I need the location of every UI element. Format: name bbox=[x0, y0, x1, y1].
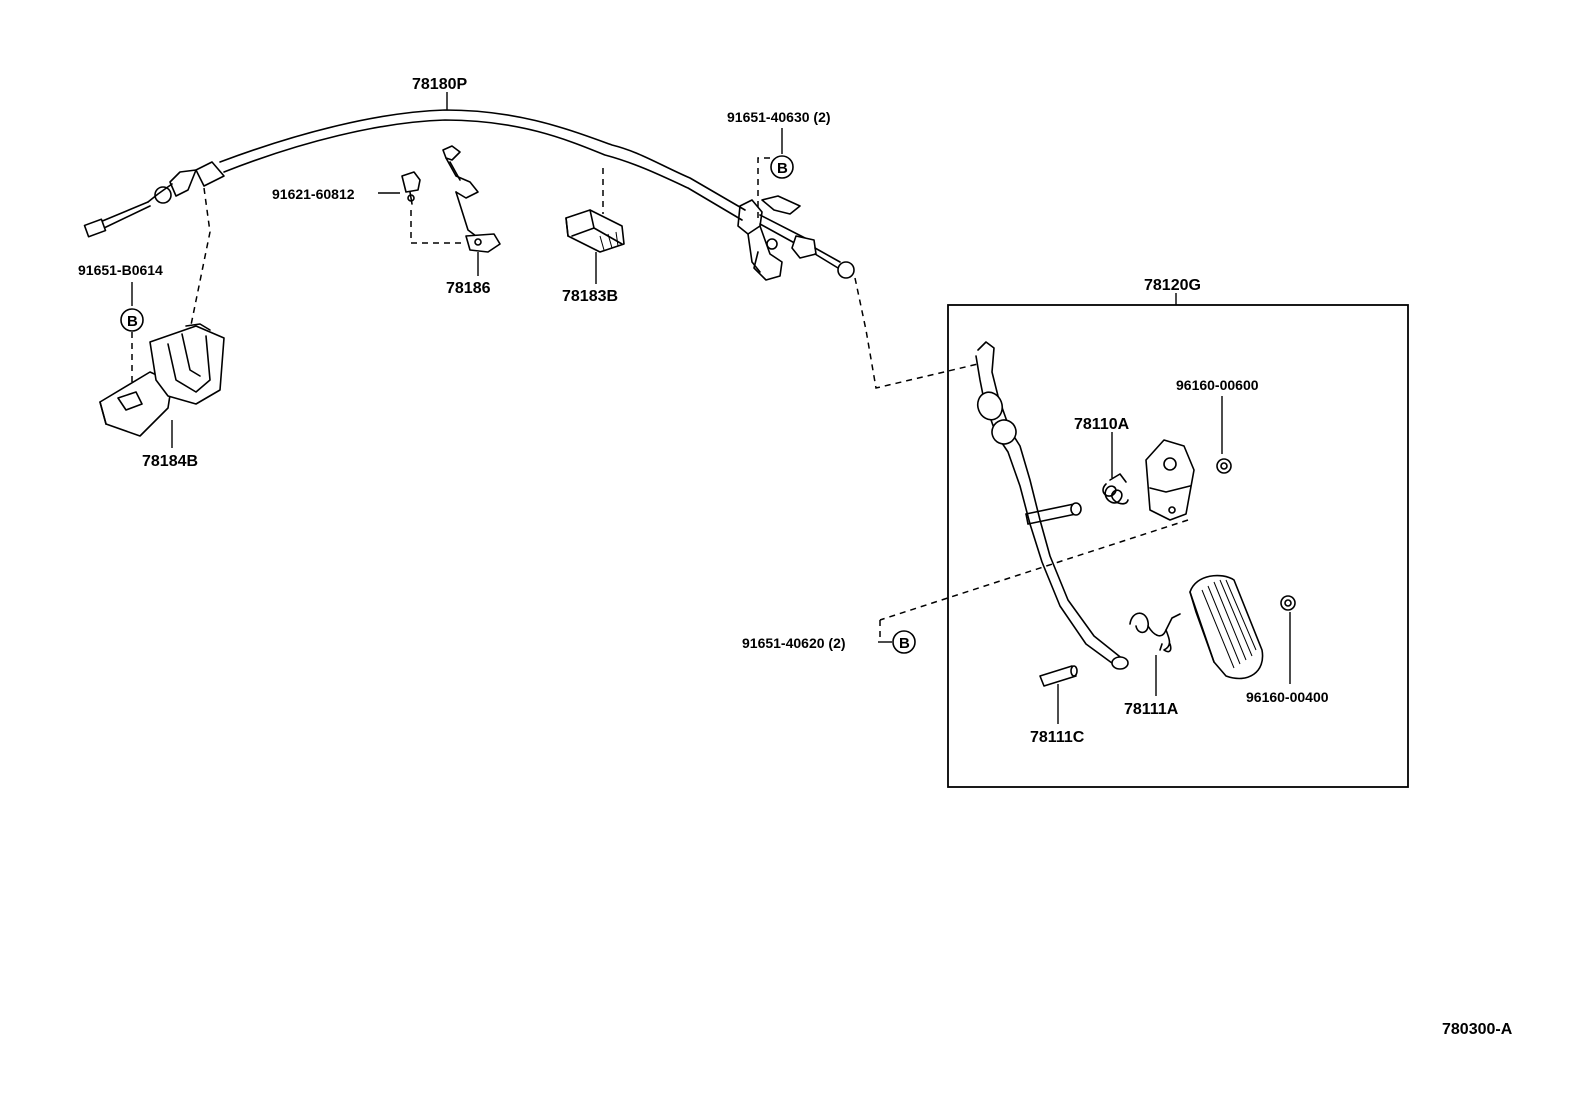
label-78111A: 78111A bbox=[1124, 701, 1179, 718]
circle-b-symbol-right: B bbox=[892, 630, 916, 654]
label-91651-40630: 91651-40630 (2) bbox=[727, 109, 831, 125]
torsion-spring-icon bbox=[1129, 612, 1181, 653]
pedal-pad bbox=[1189, 574, 1264, 680]
svg-text:B: B bbox=[899, 635, 910, 652]
label-91651-40620: 91651-40620 (2) bbox=[742, 635, 846, 651]
dash-bolt-to-bracket bbox=[410, 210, 462, 244]
label-78110A: 78110A bbox=[1074, 416, 1130, 433]
cable-end-fitting bbox=[737, 195, 855, 281]
pedal-bracket-plate bbox=[1145, 439, 1195, 521]
dash-cable-to-pedal bbox=[854, 277, 979, 389]
label-91621-60812: 91621-60812 bbox=[272, 186, 355, 202]
label-78180P: 78180P bbox=[412, 76, 467, 93]
svg-text:B: B bbox=[127, 313, 138, 330]
clip-bracket-78186 bbox=[442, 145, 501, 253]
diagram-id: 780300-A bbox=[1442, 1021, 1513, 1038]
label-78186: 78186 bbox=[446, 280, 491, 297]
pedal-assembly-frame bbox=[947, 304, 1409, 788]
label-96160-00600: 96160-00600 bbox=[1176, 377, 1259, 393]
dash-cable-to-bracket bbox=[189, 187, 211, 331]
label-78184B: 78184B bbox=[142, 453, 198, 470]
circle-b-symbol-top: B bbox=[770, 155, 794, 179]
label-96160-00400: 96160-00400 bbox=[1246, 689, 1329, 705]
pedal-arm bbox=[975, 341, 1129, 670]
accelerator-cable bbox=[83, 109, 746, 238]
label-78120G: 78120G bbox=[1144, 277, 1201, 294]
dash-pedal-to-clip bbox=[879, 519, 1189, 621]
circle-b-symbol-left: B bbox=[120, 308, 144, 332]
cushion-bottom-icon bbox=[1280, 595, 1296, 611]
label-91651-B0614: 91651-B0614 bbox=[78, 262, 163, 278]
cushion-small-icon bbox=[1216, 458, 1232, 474]
svg-text:B: B bbox=[777, 160, 788, 177]
pin-icon bbox=[1039, 665, 1078, 687]
label-78111C: 78111C bbox=[1030, 729, 1085, 746]
support-bracket-78184B bbox=[99, 323, 225, 437]
label-78183B: 78183B bbox=[562, 288, 618, 305]
clamp-78183B bbox=[565, 209, 625, 253]
dash-91651-40630 bbox=[757, 157, 770, 220]
bolt-icon bbox=[401, 171, 421, 205]
return-spring-icon bbox=[1102, 473, 1129, 505]
